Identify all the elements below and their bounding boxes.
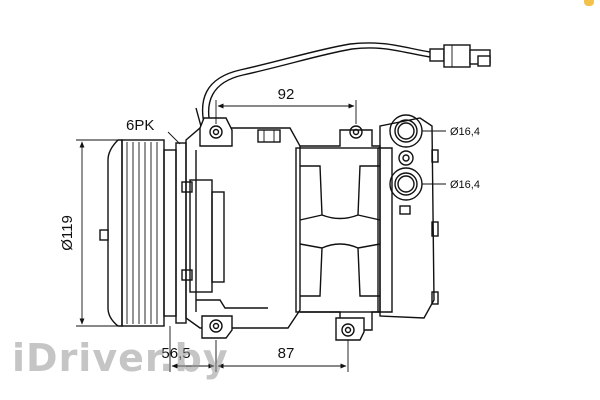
- pulley: [99, 139, 187, 327]
- dim-bottom-left-label: 56,5: [161, 345, 190, 362]
- port-callouts: Ø16,4 Ø16,4: [422, 126, 480, 191]
- electrical-connector: [429, 44, 491, 68]
- watermark: iDriver.by: [12, 336, 229, 380]
- corner-badge: [584, 0, 594, 6]
- dimension-bottom: 56,5 87: [161, 326, 349, 372]
- compressor-body: [295, 125, 381, 341]
- port-bottom-label: Ø16,4: [450, 179, 480, 191]
- dimension-top-width: 92: [215, 86, 357, 124]
- rear-head: [378, 117, 439, 319]
- wire-harness: [195, 42, 431, 131]
- dim-bottom-right-label: 87: [278, 345, 295, 362]
- discharge-port: [389, 167, 423, 201]
- suction-port: [389, 114, 423, 148]
- dim-top-width-label: 92: [278, 86, 295, 103]
- center-stud: [398, 150, 414, 166]
- belt-label: 6PK: [126, 117, 154, 134]
- belt-label-group: 6PK: [126, 117, 181, 145]
- port-top-label: Ø16,4: [450, 126, 480, 138]
- dimension-diameter: Ø119: [59, 139, 118, 327]
- dim-diameter-label: Ø119: [59, 215, 76, 251]
- front-housing: [181, 117, 301, 339]
